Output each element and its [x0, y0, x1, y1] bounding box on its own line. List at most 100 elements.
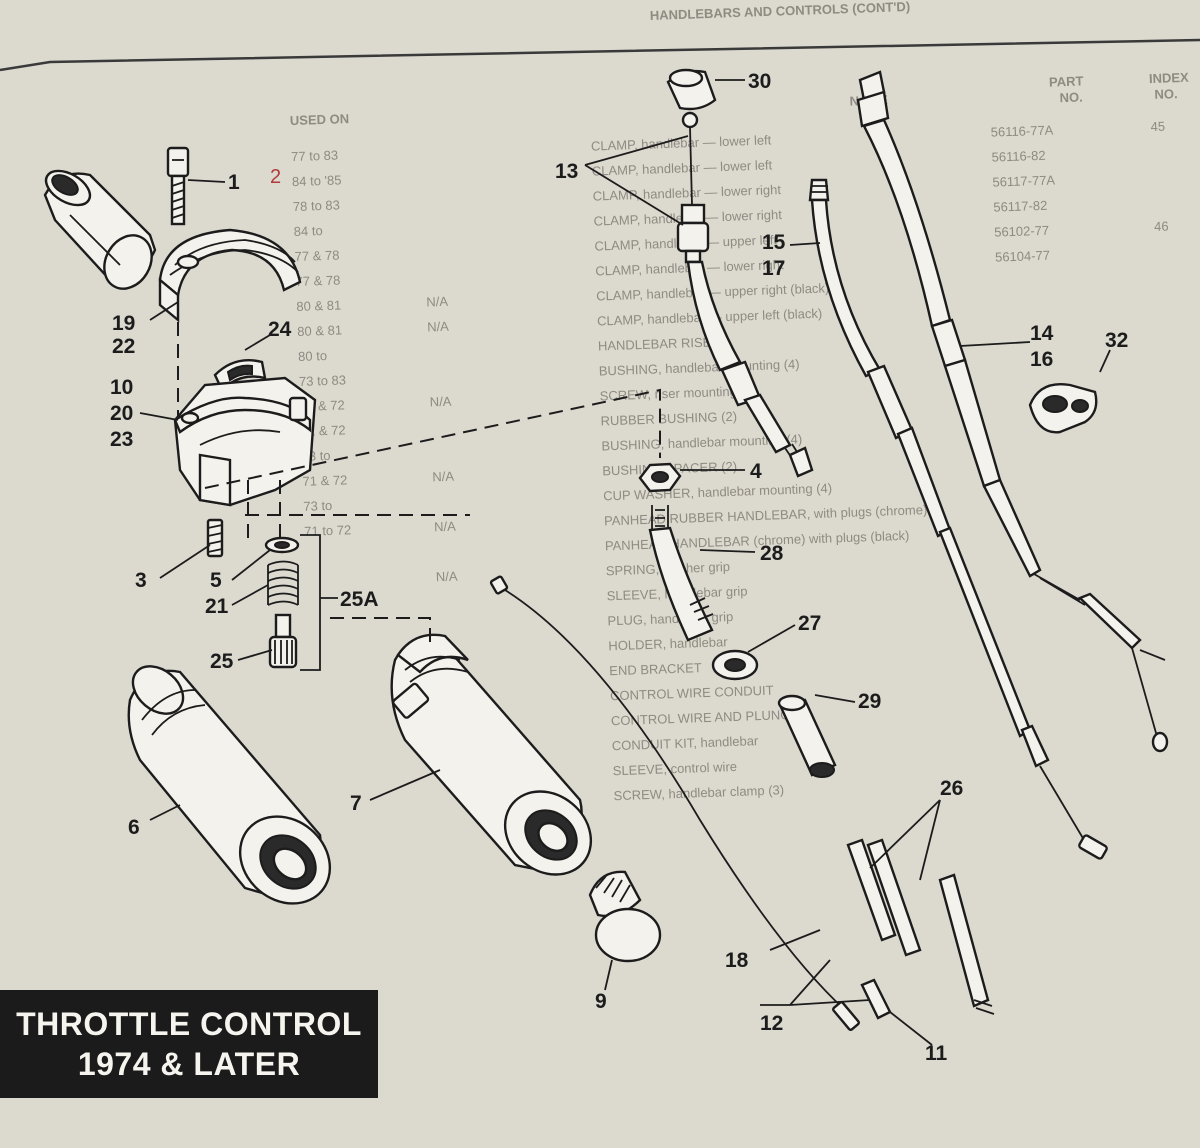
- callout-22: 22: [112, 335, 135, 358]
- table-header-index-no: NO.: [1154, 86, 1178, 102]
- conduit-part-26: [846, 838, 995, 1015]
- table-header-part-no: NO.: [1059, 89, 1083, 105]
- parts-list-cell-name: HANDLEBAR RISER: [598, 334, 721, 353]
- parts-list-cell-name: CLAMP, handlebar — lower left: [591, 132, 772, 153]
- callout-11: 11: [925, 1042, 948, 1065]
- parts-list-row: HOLDER, handlebar: [608, 634, 728, 653]
- upper-clamp-part: [158, 228, 302, 323]
- parts-list-cell-used-on: 77 & 78: [294, 247, 339, 264]
- callout-3: 3: [135, 569, 147, 592]
- cable-clip-part-32: [1028, 383, 1098, 434]
- nut-part-27: [711, 649, 759, 681]
- diagram-title-line-1: THROTTLE CONTROL: [16, 1006, 362, 1042]
- bracket-25a: [300, 534, 321, 671]
- parts-list-row: SCREW, handlebar clamp (3): [613, 782, 784, 803]
- parts-list-cell-name: END BRACKET: [609, 660, 702, 678]
- throttle-cable-part-13: [676, 111, 814, 478]
- idle-cable-part-15: [808, 178, 1108, 860]
- callout-14: 14: [1030, 322, 1054, 345]
- parts-list-cell-part-no: 56102-77: [994, 223, 1049, 240]
- parts-list-cell-used-on: 71 to 72: [304, 522, 351, 539]
- callout-19: 19: [112, 312, 135, 335]
- parts-list-cell-name: RUBBER BUSHING (2): [600, 409, 737, 429]
- parts-list-cell-part-no: 56117-82: [993, 198, 1047, 215]
- callout-25: 25: [210, 650, 234, 673]
- locknut-part-4: [638, 462, 682, 493]
- diagram-title-line-2: 1974 & LATER: [77, 1046, 301, 1082]
- parts-list-cell-na: N/A: [432, 469, 455, 485]
- parts-list-cell-name: CONTROL WIRE CONDUIT: [610, 683, 774, 704]
- table-header-used-on: USED ON: [290, 111, 350, 128]
- parts-list-cell-part-no: 56116-82: [991, 148, 1045, 165]
- parts-list-cell-name: BUSHING, handlebar mounting (4): [601, 431, 802, 453]
- handwritten-note: 2: [270, 166, 281, 188]
- callout-12: 12: [760, 1012, 783, 1035]
- callout-23: 23: [110, 428, 133, 451]
- parts-list-cell-used-on: 77 to 83: [291, 147, 338, 164]
- callout-18: 18: [725, 949, 749, 972]
- parts-list-cell-used-on: 80 & 81: [296, 297, 341, 314]
- parts-list-cell-used-on: 71 & 72: [302, 472, 347, 489]
- cable-sleeve-part-28: [648, 505, 714, 642]
- diagram-title-box: THROTTLE CONTROL 1974 & LATER: [0, 990, 378, 1098]
- parts-list-cell-used-on: 78 to 83: [293, 197, 340, 214]
- callout-1: 1: [228, 171, 240, 194]
- parts-list-cell-na: N/A: [434, 519, 457, 535]
- parts-list-cell-part-no: 56117-77A: [992, 172, 1055, 189]
- parts-list-cell-na: N/A: [430, 394, 453, 410]
- callout-7: 7: [350, 792, 362, 815]
- parts-list-row: END BRACKET: [609, 660, 702, 678]
- parts-list-cell-name: SCREW, handlebar clamp (3): [613, 782, 784, 803]
- callout-26: 26: [940, 777, 963, 800]
- grip-part-6: [127, 665, 332, 905]
- parts-list-cell-name: CLAMP, handlebar — lower left: [592, 157, 773, 178]
- parts-list-row: SLEEVE, control wire: [613, 759, 738, 778]
- set-screw-part-3: [206, 518, 224, 558]
- callout-25a: 25A: [340, 588, 379, 611]
- callout-10: 10: [110, 376, 133, 399]
- parts-list-cell-na: N/A: [426, 294, 449, 310]
- callout-4: 4: [750, 460, 762, 483]
- callout-16: 16: [1030, 348, 1053, 371]
- parts-list-cell-index: 45: [1150, 119, 1165, 134]
- callout-5: 5: [210, 569, 222, 592]
- parts-list-cell-used-on: 84 to: [293, 223, 322, 239]
- callout-27: 27: [798, 612, 821, 635]
- parts-list-cell-used-on: 73 to: [303, 498, 332, 514]
- callout-29: 29: [858, 690, 881, 713]
- screw-part-1: [166, 146, 190, 226]
- parts-list-cell-part-no: 56116-77A: [990, 122, 1053, 139]
- ferrule-part-30: [666, 68, 717, 111]
- table-header-index: INDEX: [1149, 70, 1190, 86]
- retaining-ring-part-5: [264, 536, 300, 554]
- callout-9: 9: [595, 990, 607, 1013]
- adjuster-sleeve-part-29: [777, 694, 837, 778]
- parts-list-cell-used-on: 80 & 81: [297, 322, 342, 339]
- parts-list-cell-used-on: 77 & 78: [295, 272, 340, 289]
- handlebar-tube-part: [43, 169, 157, 290]
- lower-clamp-housing-part: [173, 376, 317, 507]
- throttle-grip-part-7: [390, 633, 593, 876]
- table-header-part: PART: [1049, 73, 1084, 89]
- callout-24: 24: [268, 318, 292, 341]
- callout-30: 30: [748, 70, 771, 93]
- parts-list-cell-part-no: 56104-77: [995, 248, 1050, 265]
- callout-labels: 1 2 19 22 24 10 20 23 3 5 21 25A 25 6 7 …: [110, 70, 1128, 1065]
- callout-15: 15: [762, 231, 786, 254]
- parts-list-cell-na: N/A: [427, 319, 450, 335]
- spring-part-21: [267, 560, 299, 606]
- callout-20: 20: [110, 402, 133, 425]
- callout-21: 21: [205, 595, 229, 618]
- callout-leaders: [139, 79, 1111, 1046]
- callout-17: 17: [762, 257, 785, 280]
- parts-list-cell-used-on: 84 to '85: [292, 172, 342, 189]
- callout-28: 28: [760, 542, 784, 565]
- parts-list-cell-name: SCREW, riser mounting (2): [599, 383, 756, 403]
- parts-list-cell-used-on: 73 to 83: [299, 372, 346, 389]
- callout-32: 32: [1105, 329, 1128, 352]
- panel-border-line: [0, 38, 1200, 72]
- plunger-part-25: [268, 613, 298, 669]
- parts-list-row: CONTROL WIRE CONDUIT: [610, 683, 774, 704]
